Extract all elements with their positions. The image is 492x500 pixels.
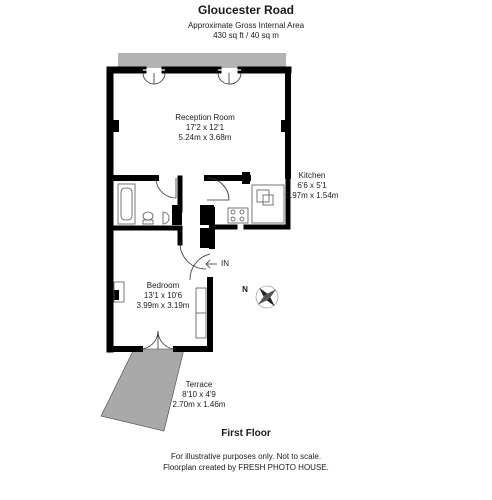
kitchen-name: Kitchen <box>298 171 326 180</box>
kitchen-imperial: 6'6 x 5'1 <box>297 181 327 190</box>
entrance-arrow-icon <box>205 259 217 269</box>
floor-label: First Floor <box>221 428 271 439</box>
reception-metric: 5.24m x 3.68m <box>178 133 232 142</box>
wardrobe <box>113 281 207 339</box>
toilet <box>142 211 154 225</box>
bedroom-name: Bedroom <box>146 281 180 290</box>
credit-text: Floorplan created by FRESH PHOTO HOUSE. <box>163 463 329 472</box>
bathtub <box>117 183 136 225</box>
balcony-strip <box>118 53 286 68</box>
disclaimer-text: For illustrative purposes only. Not to s… <box>170 452 322 461</box>
terrace-imperial: 8'10 x 4'9 <box>182 390 216 399</box>
columns <box>112 120 288 300</box>
kitchen-units <box>227 184 285 224</box>
room-label-bedroom: Bedroom 13'1 x 10'6 3.99m x 3.19m <box>124 281 202 311</box>
area-label: Approximate Gross Internal Area <box>187 21 305 30</box>
area-value: 430 sq ft / 40 sq m <box>213 31 279 40</box>
room-label-kitchen: Kitchen 6'6 x 5'1 1.97m x 1.54m <box>276 171 348 201</box>
interior-doors <box>139 177 230 350</box>
kitchen-metric: 1.97m x 1.54m <box>285 191 339 200</box>
bedroom-imperial: 13'1 x 10'6 <box>143 291 183 300</box>
reception-imperial: 17'2 x 12'1 <box>185 123 225 132</box>
room-label-terrace: Terrace 8'10 x 4'9 2.70m x 1.46m <box>166 380 232 410</box>
property-title: Gloucester Road <box>197 3 295 17</box>
bedroom-metric: 3.99m x 3.19m <box>136 301 190 310</box>
reception-name: Reception Room <box>175 113 235 122</box>
terrace-metric: 2.70m x 1.46m <box>172 400 226 409</box>
entrance-label: IN <box>221 259 229 268</box>
room-label-reception: Reception Room 17'2 x 12'1 5.24m x 3.68m <box>140 113 270 143</box>
terrace-name: Terrace <box>185 380 213 389</box>
french-doors-top <box>142 72 242 85</box>
basin <box>162 211 170 225</box>
walls <box>106 66 292 353</box>
compass-rose-icon <box>255 285 279 309</box>
compass-north-label: N <box>242 285 248 294</box>
terrace-area <box>100 348 185 432</box>
